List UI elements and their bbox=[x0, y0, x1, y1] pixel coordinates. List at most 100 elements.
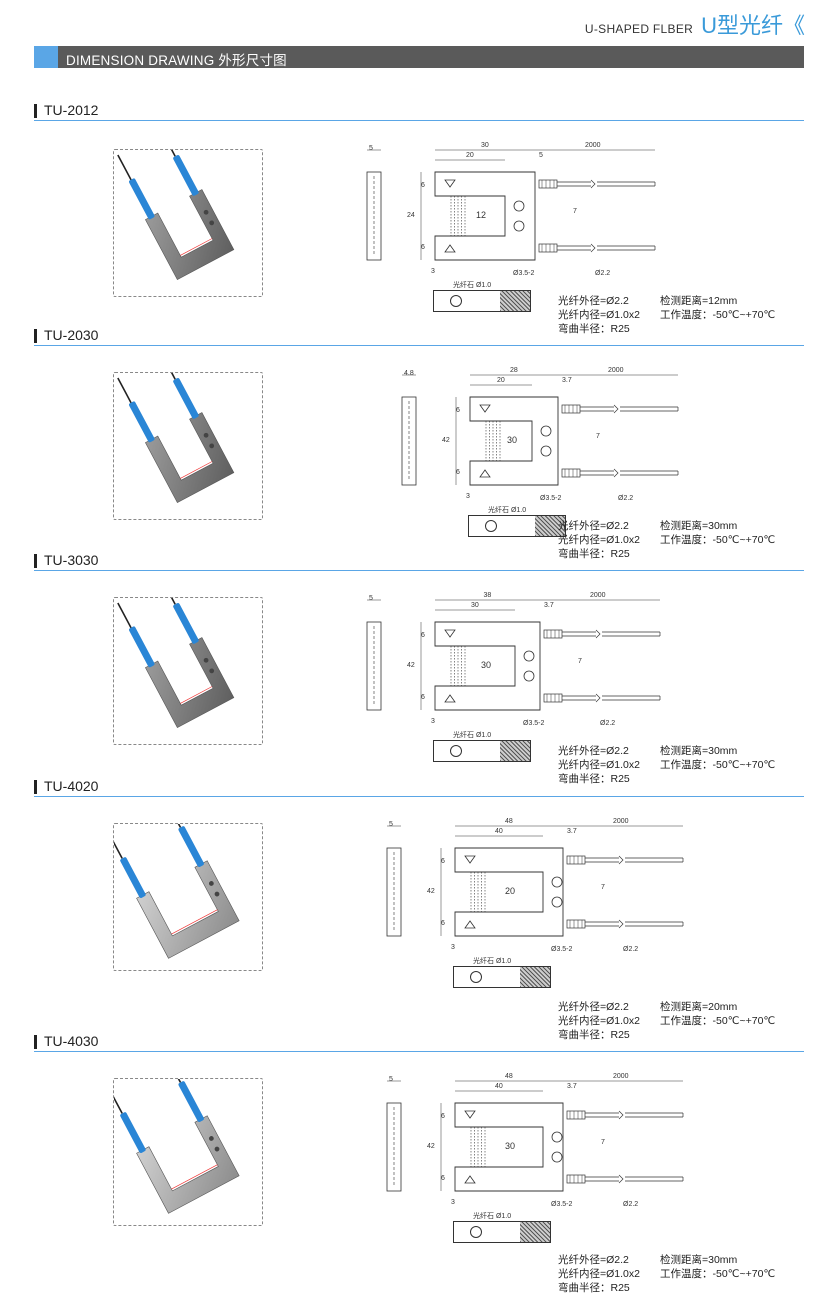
section-header: TU-2030 bbox=[34, 327, 804, 346]
cable-boot bbox=[566, 1174, 586, 1184]
dim-h2: 6 bbox=[441, 1175, 445, 1182]
sensor-photo-svg bbox=[117, 150, 235, 281]
product-photo bbox=[113, 372, 263, 520]
section-bar bbox=[34, 554, 37, 568]
dim-h1: 6 bbox=[441, 1113, 445, 1120]
cable-boot bbox=[561, 404, 581, 414]
dim-width: 30 bbox=[481, 142, 489, 149]
spec-inner: 光纤内径=Ø1.0x2 bbox=[558, 1268, 640, 1280]
spec-outer: 光纤外径=Ø2.2 bbox=[558, 1254, 629, 1266]
spec-distance: 检测距离=30mm bbox=[660, 745, 738, 757]
model-title: TU-3030 bbox=[44, 552, 99, 568]
cable-boot bbox=[538, 243, 558, 253]
dim-hole: Ø3.5-2 bbox=[540, 495, 562, 502]
dimension-drawing: 5 48 40 3.7 2000 42 6 6 20 7 3 Ø3.5-2 Ø2… bbox=[375, 818, 819, 1000]
dim-inner: 40 bbox=[495, 1083, 503, 1090]
dim-gap: 20 bbox=[505, 886, 516, 896]
body-outline bbox=[454, 1102, 564, 1192]
spec-block: 光纤外径=Ø2.2 光纤内径=Ø1.0x2 弯曲半径：R25 检测距离=20mm… bbox=[558, 1000, 775, 1042]
dim-offset: 3 bbox=[451, 1199, 455, 1206]
dim-gap: 30 bbox=[481, 660, 492, 670]
spec-bend: 弯曲半径：R25 bbox=[558, 1282, 630, 1294]
lens-label: 光纤石 Ø1.0 bbox=[453, 732, 492, 739]
body-outline bbox=[434, 171, 536, 261]
spec-distance: 检测距离=12mm bbox=[660, 295, 738, 307]
section-header: TU-4030 bbox=[34, 1033, 804, 1052]
product-photo bbox=[113, 1078, 263, 1226]
dimension-drawing-svg bbox=[386, 1080, 684, 1192]
side-view bbox=[401, 396, 417, 486]
dim-side: 5 bbox=[369, 595, 373, 602]
spec-distance: 检测距离=30mm bbox=[660, 520, 738, 532]
emitter-marker bbox=[464, 1110, 476, 1119]
dim-height: 42 bbox=[407, 662, 415, 669]
sensor-photo-svg bbox=[114, 1079, 240, 1214]
dim-labels: 5 38 30 3.7 2000 42 6 6 30 7 3 Ø3.5-2 Ø2… bbox=[355, 592, 815, 774]
dim-height: 24 bbox=[407, 212, 415, 219]
dim-length: 2000 bbox=[585, 142, 601, 149]
product-photo bbox=[113, 597, 263, 745]
lens-label: 光纤石 Ø1.0 bbox=[473, 1213, 512, 1220]
cable-boot bbox=[561, 468, 581, 478]
section-header: TU-4020 bbox=[34, 778, 804, 797]
lens-icon bbox=[470, 1226, 482, 1238]
dim-side-width: 3.7 bbox=[567, 1083, 577, 1090]
spec-temp: 工作温度：-50℃~+70℃ bbox=[660, 309, 776, 321]
cable-boot bbox=[543, 629, 563, 639]
section-header: TU-3030 bbox=[34, 552, 804, 571]
dim-labels: 5 48 40 3.7 2000 42 6 6 30 7 3 Ø3.5-2 Ø2… bbox=[375, 1073, 819, 1255]
dim-hole: Ø3.5-2 bbox=[551, 1201, 573, 1208]
dim-gap: 30 bbox=[505, 1141, 516, 1151]
spec-temp: 工作温度：-50℃~+70℃ bbox=[660, 1015, 776, 1027]
dim-height: 42 bbox=[427, 888, 435, 895]
dim-length: 2000 bbox=[613, 818, 629, 825]
spec-temp: 工作温度：-50℃~+70℃ bbox=[660, 534, 776, 546]
hatch-block bbox=[535, 516, 565, 536]
section-bar bbox=[34, 104, 37, 118]
product-section: TU-4030 5 48 40 3.7 bbox=[0, 1033, 819, 1294]
dim-offset: 3 bbox=[431, 718, 435, 725]
spec-block: 光纤外径=Ø2.2 光纤内径=Ø1.0x2 弯曲半径：R25 检测距离=12mm… bbox=[558, 294, 775, 336]
dim-side: 4.8 bbox=[404, 370, 414, 377]
spec-outer: 光纤外径=Ø2.2 bbox=[558, 520, 629, 532]
dim-fiber: Ø2.2 bbox=[623, 1201, 639, 1208]
spec-distance: 检测距离=30mm bbox=[660, 1254, 738, 1266]
dim-side: 5 bbox=[389, 821, 393, 828]
hatch-block bbox=[520, 1222, 550, 1242]
dim-side-width: 5 bbox=[539, 152, 543, 159]
dim-fiber: Ø2.2 bbox=[623, 946, 639, 953]
dimension-drawing: 5 48 40 3.7 2000 42 6 6 30 7 3 Ø3.5-2 Ø2… bbox=[375, 1073, 819, 1255]
mount-hole bbox=[551, 896, 563, 908]
dim-offset: 3 bbox=[431, 268, 435, 275]
lens-icon bbox=[450, 295, 462, 307]
receiver-marker bbox=[464, 920, 476, 929]
dimension-drawing: 5 38 30 3.7 2000 42 6 6 30 7 3 Ø3.5-2 Ø2… bbox=[355, 592, 815, 774]
spec-bend: 弯曲半径：R25 bbox=[558, 773, 630, 785]
dim-h1: 6 bbox=[456, 407, 460, 414]
emitter-marker bbox=[464, 855, 476, 864]
lens-label: 光纤石 Ø1.0 bbox=[473, 958, 512, 965]
dim-fiber: Ø2.2 bbox=[618, 495, 634, 502]
dim-labels: 4.8 28 20 3.7 2000 42 6 6 30 7 3 Ø3.5-2 … bbox=[390, 367, 819, 549]
receiver-marker bbox=[479, 469, 491, 478]
spec-inner: 光纤内径=Ø1.0x2 bbox=[558, 534, 640, 546]
dim-hole: Ø3.5-2 bbox=[523, 720, 545, 727]
model-title: TU-2012 bbox=[44, 102, 99, 118]
lens-label: 光纤石 Ø1.0 bbox=[453, 282, 492, 289]
dim-pitch: 7 bbox=[601, 884, 605, 891]
dim-side-width: 3.7 bbox=[562, 377, 572, 384]
emitter-marker bbox=[444, 179, 456, 188]
banner-title: DIMENSION DRAWING 外形尺寸图 bbox=[66, 53, 287, 68]
dim-height: 42 bbox=[442, 437, 450, 444]
dim-fiber: Ø2.2 bbox=[600, 720, 616, 727]
dim-length: 2000 bbox=[613, 1073, 629, 1080]
dimension-drawing-svg bbox=[401, 374, 679, 486]
dim-side: 5 bbox=[369, 145, 373, 152]
product-section: TU-3030 5 38 30 3.7 bbox=[0, 552, 819, 785]
spec-block: 光纤外径=Ø2.2 光纤内径=Ø1.0x2 弯曲半径：R25 检测距离=30mm… bbox=[558, 519, 775, 561]
dim-pitch: 7 bbox=[573, 208, 577, 215]
cable-boot bbox=[566, 919, 586, 929]
body-outline bbox=[454, 847, 564, 937]
spec-distance: 检测距离=20mm bbox=[660, 1001, 738, 1013]
section-bar bbox=[34, 1035, 37, 1049]
